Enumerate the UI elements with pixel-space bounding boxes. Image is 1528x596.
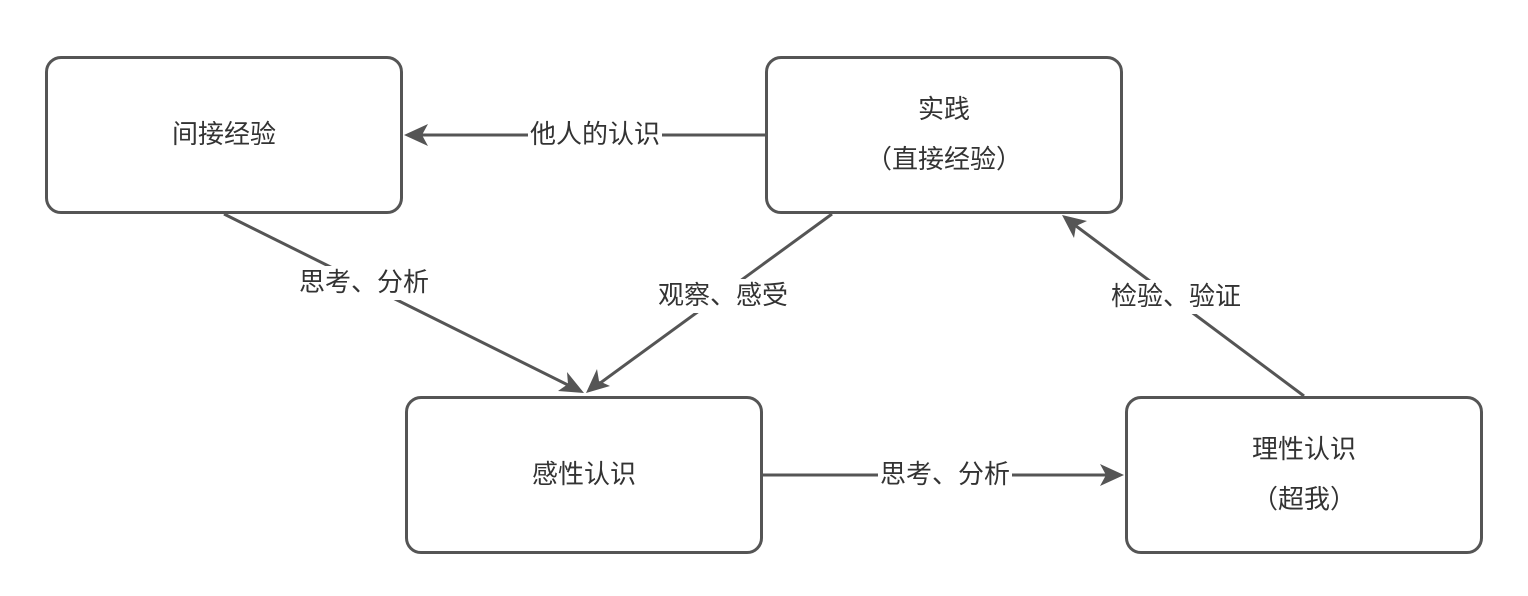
edge-label-think-analyze-left: 思考、分析 <box>296 266 432 300</box>
node-rational-sublabel: （超我） <box>1251 485 1356 515</box>
node-perceptual-knowledge: 感性认识 <box>405 396 763 554</box>
arrowhead-perceptual-left <box>558 372 584 393</box>
arrowhead-rational <box>1100 464 1124 486</box>
edge-label-others-knowledge: 他人的认识 <box>527 118 663 152</box>
node-rational-knowledge: 理性认识 （超我） <box>1125 396 1483 554</box>
edge-label-test-verify: 检验、验证 <box>1108 280 1244 314</box>
node-practice-sublabel: （直接经验） <box>865 145 1022 175</box>
node-perceptual-label: 感性认识 <box>531 460 636 490</box>
node-indirect-experience: 间接经验 <box>45 56 403 214</box>
arrowhead-perceptual-right <box>586 369 610 393</box>
node-rational-label: 理性认识 <box>1251 435 1356 465</box>
edge-label-think-analyze-bottom: 思考、分析 <box>877 458 1013 492</box>
arrowhead-indirect <box>404 124 428 146</box>
edge-label-observe-feel: 观察、感受 <box>655 279 791 313</box>
node-practice-label: 实践 <box>917 95 970 125</box>
edge-indirect-to-perceptual <box>223 212 579 392</box>
arrowhead-practice <box>1062 215 1087 238</box>
node-practice: 实践 （直接经验） <box>765 56 1123 214</box>
node-indirect-label: 间接经验 <box>171 120 276 150</box>
